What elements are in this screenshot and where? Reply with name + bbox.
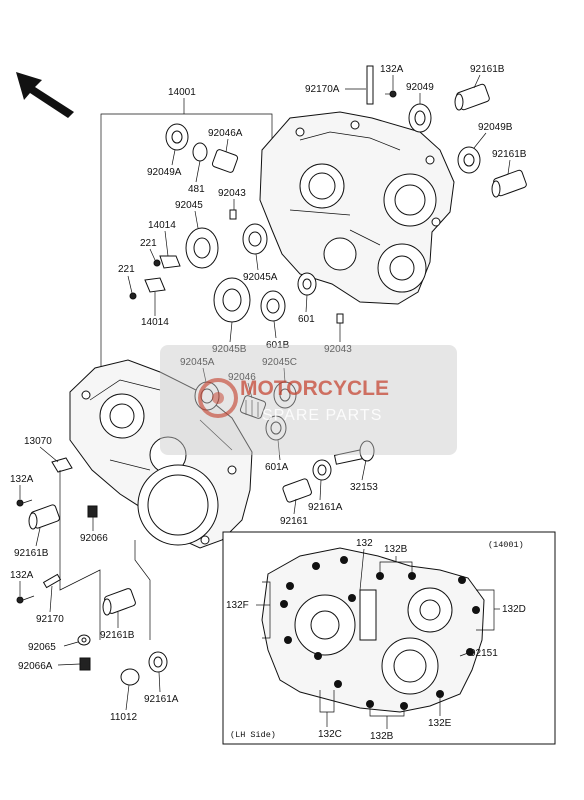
part-92161B-top xyxy=(454,83,490,111)
label-132A-top: 132A xyxy=(380,64,404,75)
label-221-a: 221 xyxy=(140,238,157,249)
part-92170 xyxy=(42,573,62,589)
label-92045C: 92045C xyxy=(262,357,297,368)
inset-label-132D: 132D xyxy=(502,604,526,615)
part-92161A-mid xyxy=(312,459,332,481)
label-14001: 14001 xyxy=(168,87,196,98)
label-13070: 13070 xyxy=(24,436,52,447)
label-92161B-top: 92161B xyxy=(470,64,505,75)
label-132A-left2: 132A xyxy=(10,570,34,581)
label-92045A-top: 92045A xyxy=(243,272,278,283)
part-92049 xyxy=(408,103,432,133)
bolt-markers xyxy=(280,556,480,710)
label-92045: 92045 xyxy=(175,200,203,211)
part-92043-top xyxy=(229,209,237,220)
inset-label-92151: 92151 xyxy=(470,648,498,659)
label-92043-b: 92043 xyxy=(324,344,352,355)
inset-label-132B-top: 132B xyxy=(384,544,408,555)
label-32153: 32153 xyxy=(350,482,378,493)
assembly-bracket xyxy=(100,113,273,368)
label-92066: 92066 xyxy=(80,533,108,544)
label-92161B-bottom: 92161B xyxy=(100,630,135,641)
part-92049B xyxy=(457,146,481,174)
part-92161B-left xyxy=(28,504,60,530)
label-14014-top: 14014 xyxy=(148,220,176,231)
label-132A-left: 132A xyxy=(10,474,34,485)
part-601 xyxy=(297,272,317,296)
label-92049A: 92049A xyxy=(147,167,182,178)
inset-label-132B-bottom: 132B xyxy=(370,731,394,742)
part-221-a xyxy=(153,259,161,267)
part-13070 xyxy=(51,457,73,473)
part-92045A-top xyxy=(242,223,268,255)
part-132A-top xyxy=(385,90,397,98)
label-92043-top: 92043 xyxy=(218,188,246,199)
part-14014-top xyxy=(159,255,181,269)
part-92046 xyxy=(239,395,267,419)
part-92161-mid xyxy=(282,478,312,503)
label-92161B-left: 92161B xyxy=(14,548,49,559)
motorcycle-logo-icon xyxy=(198,378,238,418)
part-92049A xyxy=(165,123,189,151)
label-92046: 92046 xyxy=(228,372,256,383)
part-221-b xyxy=(129,292,137,300)
part-92045C xyxy=(273,381,297,409)
part-14014-b xyxy=(144,277,166,293)
part-92161A-bottom xyxy=(148,651,168,673)
inset-label-132C: 132C xyxy=(318,729,342,740)
part-601A xyxy=(265,415,287,441)
watermark: MOTORCYCLE SPARE PARTS xyxy=(160,345,457,455)
part-601B xyxy=(260,290,286,322)
label-92049: 92049 xyxy=(406,82,434,93)
bolt-position-inset: (14001) (LH Side) 132 132B 132F xyxy=(222,531,556,745)
label-92049B: 92049B xyxy=(478,122,513,133)
label-601A: 601A xyxy=(265,462,289,473)
label-92161-mid: 92161 xyxy=(280,516,308,527)
part-92045B xyxy=(213,277,251,323)
inset-label-132E: 132E xyxy=(428,718,452,729)
part-92170A xyxy=(366,65,374,105)
part-132A-left xyxy=(16,499,33,507)
part-92065 xyxy=(77,634,91,646)
label-92161B-right: 92161B xyxy=(492,149,527,160)
label-92046A: 92046A xyxy=(208,128,243,139)
label-221-b: 221 xyxy=(118,264,135,275)
inset-ref: (14001) xyxy=(488,540,524,550)
label-92045B: 92045B xyxy=(212,344,247,355)
label-601: 601 xyxy=(298,314,315,325)
part-92043-b xyxy=(336,313,344,324)
label-92066A: 92066A xyxy=(18,661,53,672)
label-92170A: 92170A xyxy=(305,84,340,95)
inset-label-132: 132 xyxy=(356,538,373,549)
label-92161A-mid: 92161A xyxy=(308,502,343,513)
part-132A-left2 xyxy=(16,595,35,604)
front-arrow-icon xyxy=(16,72,74,118)
label-481: 481 xyxy=(188,184,205,195)
part-92066 xyxy=(87,505,98,518)
label-92161A-bottom: 92161A xyxy=(144,694,179,705)
watermark-line1: MOTORCYCLE xyxy=(240,377,389,400)
part-92161B-right xyxy=(491,169,527,198)
part-92066A xyxy=(79,657,91,671)
label-92170: 92170 xyxy=(36,614,64,625)
label-601B: 601B xyxy=(266,340,290,351)
watermark-line2: SPARE PARTS xyxy=(262,407,382,424)
part-92161B-bottom xyxy=(102,588,136,616)
crankcase-right-half xyxy=(259,111,455,305)
label-92045A-mid: 92045A xyxy=(180,357,215,368)
inset-label-132F: 132F xyxy=(226,600,249,611)
label-11012: 11012 xyxy=(110,712,138,723)
part-32153 xyxy=(333,440,375,465)
label-92065: 92065 xyxy=(28,642,56,653)
part-92045 xyxy=(185,227,219,269)
part-92046A xyxy=(192,142,239,173)
part-11012 xyxy=(120,668,140,686)
inset-side-label: (LH Side) xyxy=(230,730,276,740)
label-14014-b: 14014 xyxy=(141,317,169,328)
